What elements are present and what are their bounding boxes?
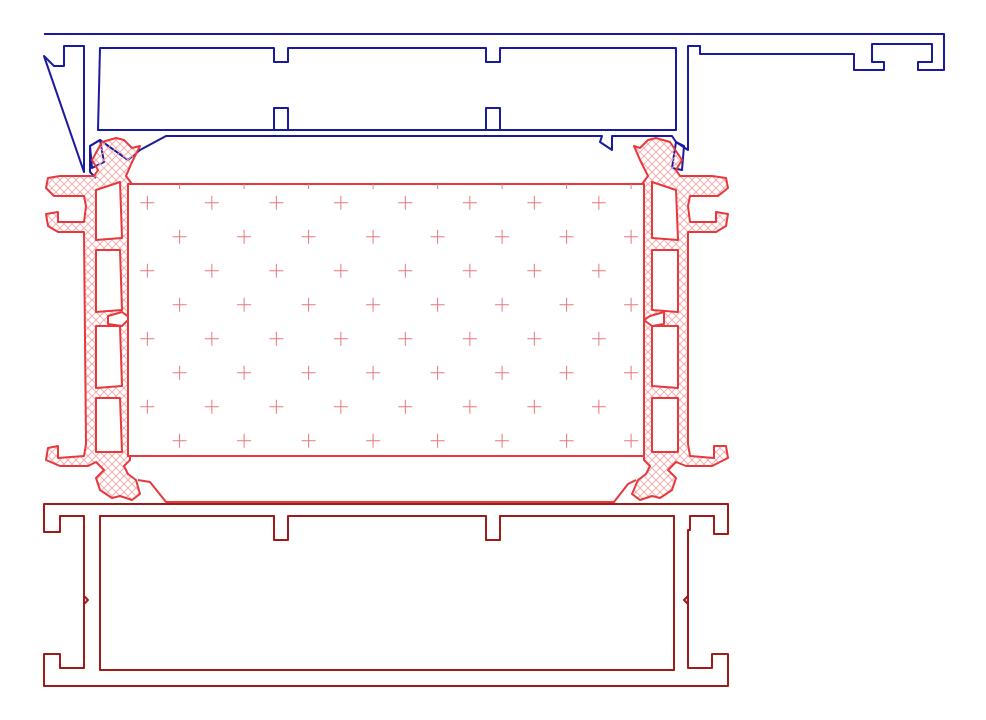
- glass-cross-mark: [301, 365, 316, 380]
- top-frame-profile: [43, 33, 945, 179]
- glass-cross-mark: [559, 297, 574, 312]
- glass-cross-mark: [527, 399, 542, 414]
- glass-cross-mark: [398, 195, 413, 210]
- glass-cross-mark: [333, 263, 348, 278]
- glass-cross-mark: [495, 297, 510, 312]
- glass-cross-mark: [172, 433, 187, 448]
- tb-left-chamber-top: [95, 181, 123, 241]
- glass-cross-mark: [269, 399, 284, 414]
- glass-panel-outline: [127, 183, 645, 457]
- glass-cross-mark: [140, 263, 155, 278]
- glass-cross-mark: [172, 365, 187, 380]
- glass-cross-mark: [462, 331, 477, 346]
- glass-cross-mark: [527, 195, 542, 210]
- bottom-right-groove: [683, 595, 689, 605]
- glass-cross-mark: [269, 263, 284, 278]
- glass-cross-mark: [398, 263, 413, 278]
- tb-right-chamber-2: [651, 325, 679, 389]
- glass-cross-mark: [333, 331, 348, 346]
- tb-left-notch: [107, 311, 131, 327]
- glass-cross-mark: [527, 331, 542, 346]
- glass-cross-mark: [591, 399, 606, 414]
- glass-cross-mark: [172, 297, 187, 312]
- tb-right-chamber-3: [651, 397, 679, 453]
- glass-cross-mark: [237, 365, 252, 380]
- glass-cross-mark: [430, 297, 445, 312]
- glass-cross-mark: [462, 399, 477, 414]
- glass-cross-mark: [333, 399, 348, 414]
- tb-right-notch: [643, 311, 665, 327]
- tb-left-chamber-3: [95, 397, 123, 453]
- bottom-frame-outline: [43, 503, 729, 687]
- thermal-break-right: [631, 137, 729, 501]
- glass-cross-mark: [140, 331, 155, 346]
- glass-cross-mark: [495, 365, 510, 380]
- glass-cross-mark: [301, 229, 316, 244]
- glass-cross-mark: [237, 297, 252, 312]
- top-right-ledge: [688, 45, 701, 54]
- glass-cross-mark: [430, 433, 445, 448]
- glass-panel: [127, 183, 645, 457]
- thermal-break-left: [45, 137, 141, 501]
- glass-cross-mark: [204, 195, 219, 210]
- glass-cross-mark: [462, 263, 477, 278]
- top-frame-outline: [43, 33, 945, 179]
- glass-cross-mark: [301, 297, 316, 312]
- tb-left-chamber-2: [95, 325, 123, 389]
- glass-cross-mark: [140, 195, 155, 210]
- glass-cross-mark: [333, 195, 348, 210]
- glass-cross-mark: [495, 433, 510, 448]
- glass-cross-mark: [430, 229, 445, 244]
- glass-cross-mark: [398, 399, 413, 414]
- tb-left-chamber-1: [95, 249, 123, 313]
- glass-cross-mark: [398, 331, 413, 346]
- glass-cross-mark: [624, 433, 639, 448]
- glass-cross-mark: [140, 399, 155, 414]
- glass-cross-mark: [591, 263, 606, 278]
- tb-right-chamber-top: [651, 181, 679, 241]
- glass-cross-mark: [204, 399, 219, 414]
- glass-cross-mark: [559, 229, 574, 244]
- glass-cross-mark: [366, 433, 381, 448]
- glass-cross-mark: [495, 229, 510, 244]
- lower-glazing-bead: [137, 479, 637, 503]
- glass-cross-mark: [366, 229, 381, 244]
- top-frame-bottom-teeth: [273, 107, 501, 130]
- glass-cross-mark: [527, 263, 542, 278]
- glass-cross-mark: [559, 433, 574, 448]
- glass-cross-mark: [269, 195, 284, 210]
- glass-cross-mark: [366, 365, 381, 380]
- glass-cross-mark: [462, 195, 477, 210]
- glass-cross-mark: [430, 365, 445, 380]
- glass-cross-mark: [624, 297, 639, 312]
- bottom-left-groove: [83, 595, 89, 605]
- glass-cross-mark: [591, 195, 606, 210]
- glass-cross-mark: [624, 229, 639, 244]
- glass-cross-mark: [624, 365, 639, 380]
- glass-cross-mark: [204, 263, 219, 278]
- glass-cross-mark: [301, 433, 316, 448]
- bottom-frame-chamber: [99, 515, 675, 671]
- bottom-frame-profile: [43, 503, 729, 687]
- glass-cross-mark: [366, 297, 381, 312]
- glass-cross-mark: [559, 365, 574, 380]
- glass-cross-mark: [172, 229, 187, 244]
- top-frame-chamber: [97, 47, 677, 131]
- glass-cross-mark: [269, 331, 284, 346]
- glass-cross-pattern: [140, 184, 639, 448]
- glass-cross-mark: [237, 433, 252, 448]
- glass-cross-mark: [591, 331, 606, 346]
- glass-cross-mark: [204, 331, 219, 346]
- glass-cross-mark: [237, 229, 252, 244]
- tb-right-chamber-1: [651, 249, 679, 313]
